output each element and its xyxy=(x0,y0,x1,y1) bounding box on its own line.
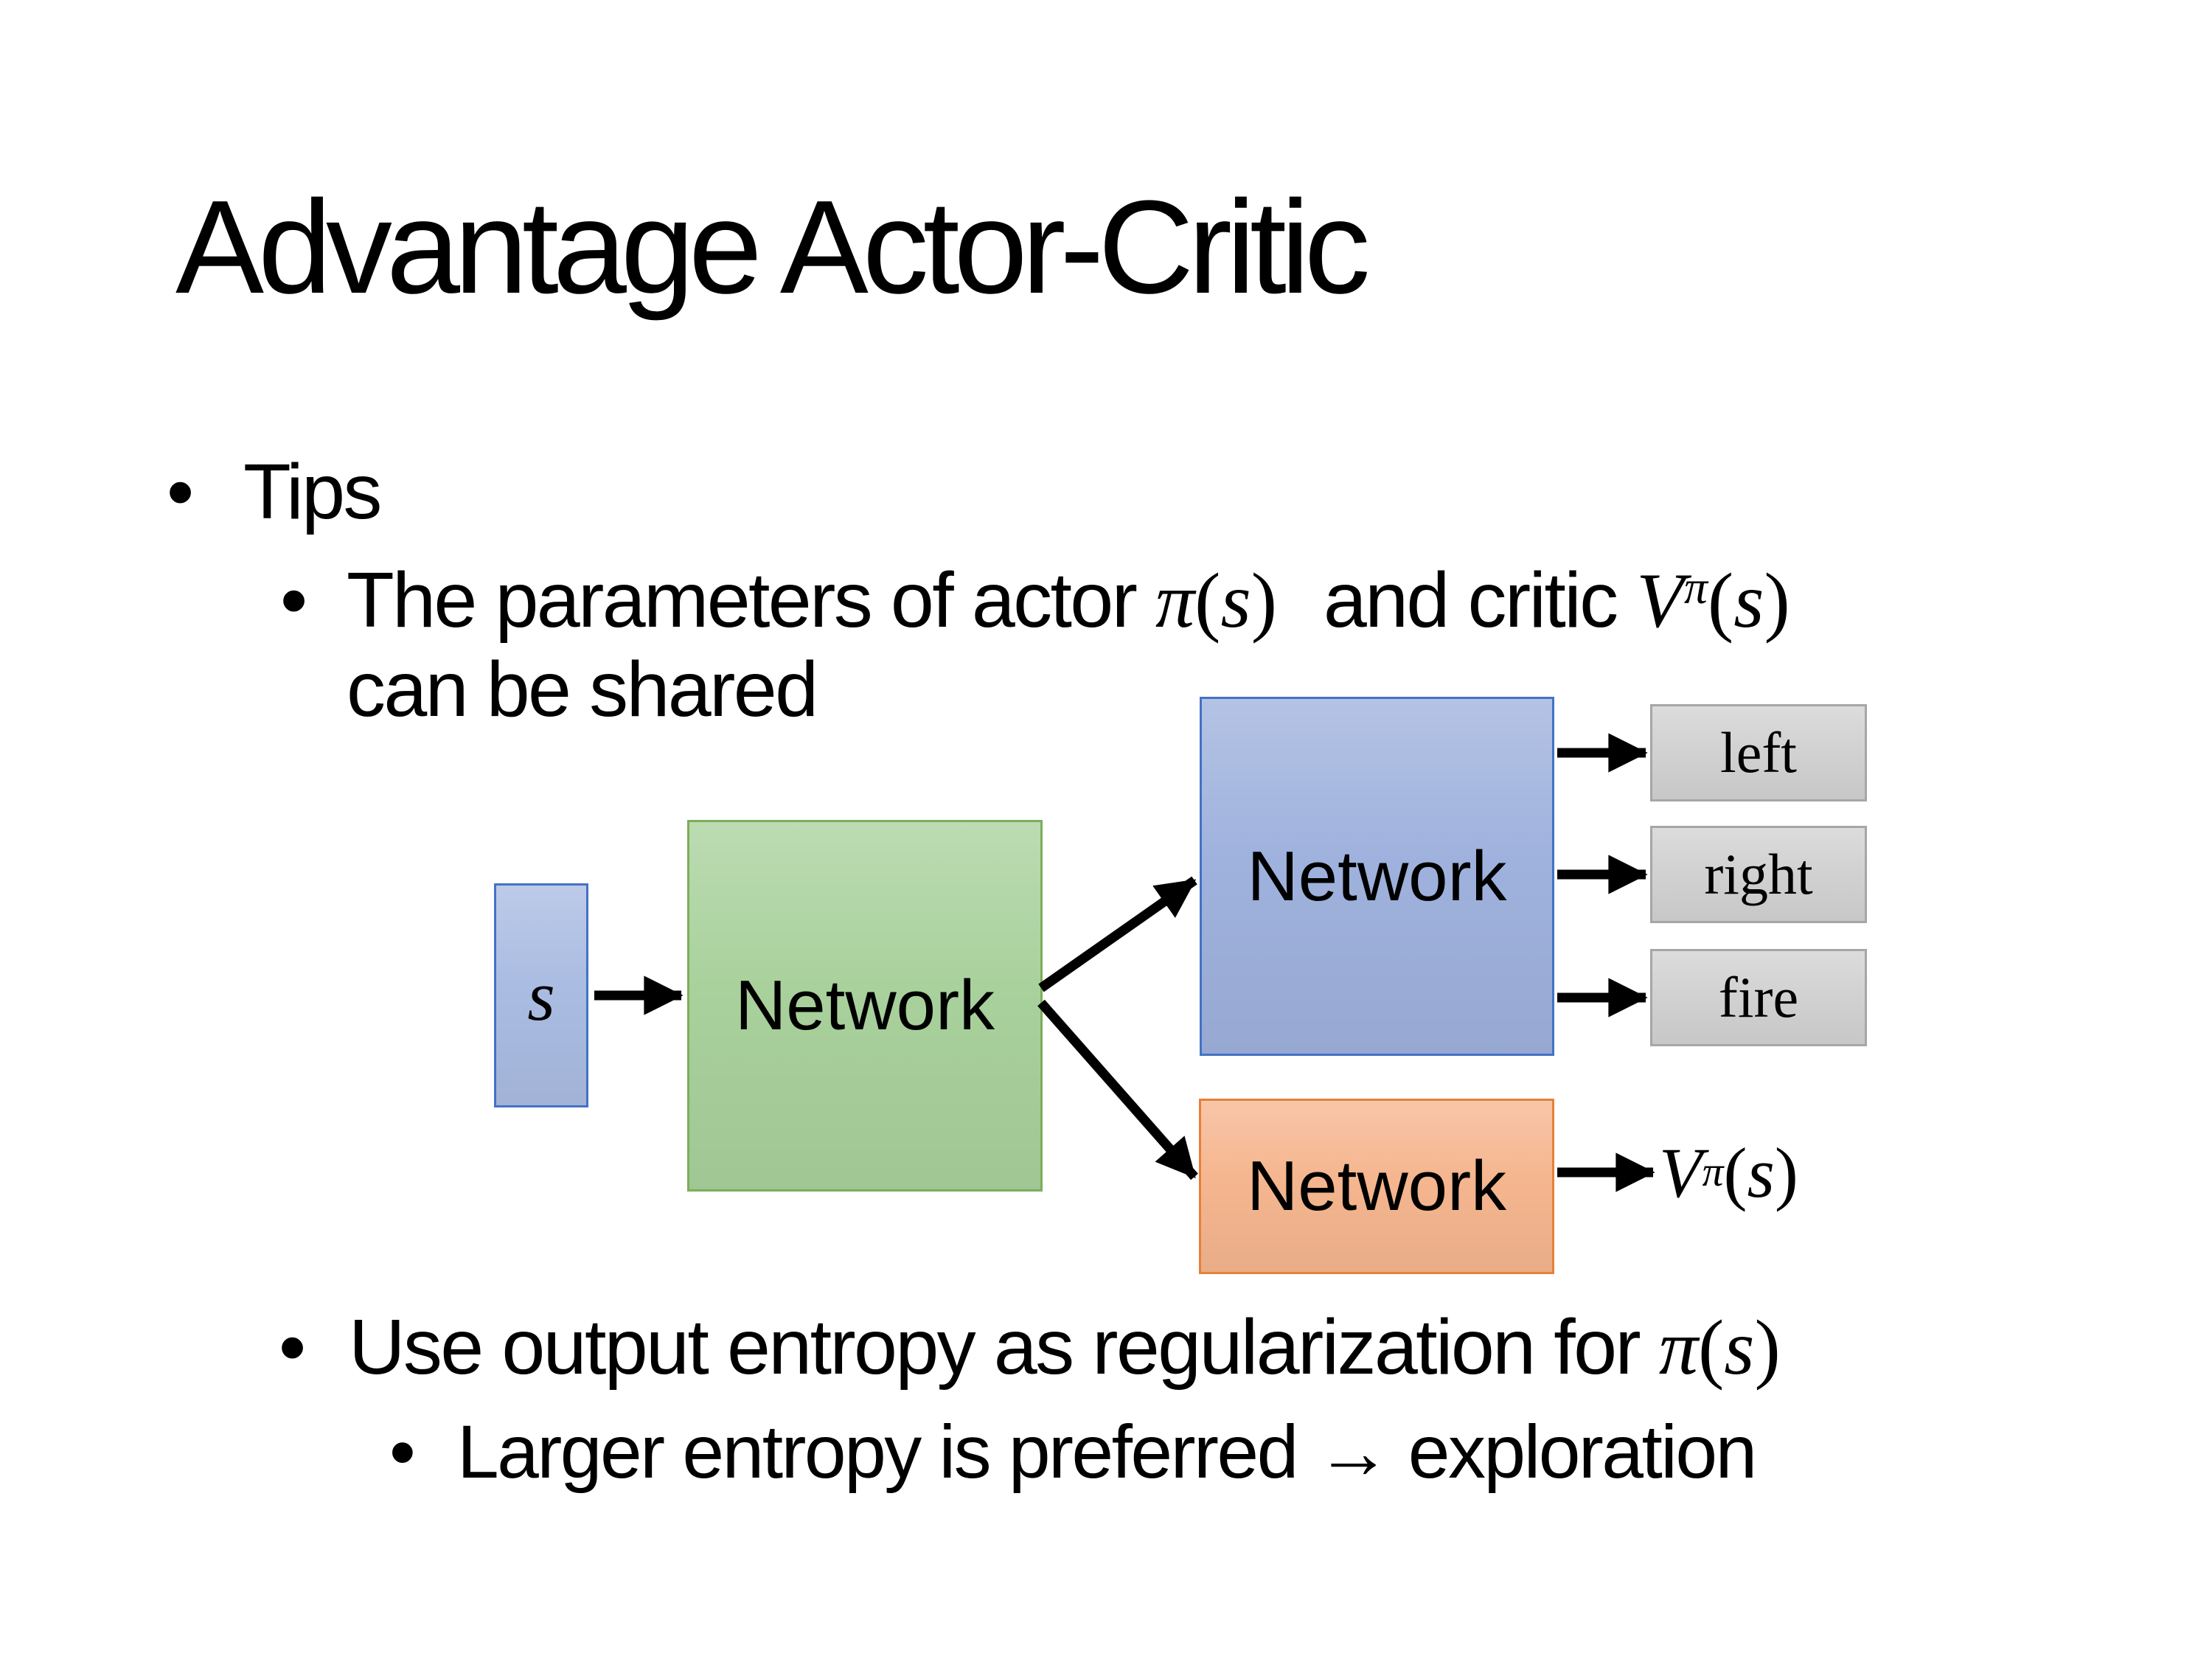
math-s: s xyxy=(1747,1133,1775,1212)
bullet-parameters-shared: • The parameters of actor π(s) and criti… xyxy=(280,556,1790,734)
math-s: s xyxy=(1733,557,1764,644)
bullet-larger-entropy: • Larger entropy is preferred → explorat… xyxy=(389,1407,1757,1497)
slide-title: Advantage Actor-Critic xyxy=(175,173,1371,321)
math-s: s xyxy=(1220,557,1251,644)
math-lparen: ( xyxy=(1697,1304,1725,1391)
action-box-left: left xyxy=(1650,704,1867,801)
math-value-function: Vπ(s) xyxy=(1636,557,1790,644)
math-rparen: ) xyxy=(1754,1304,1781,1391)
arrow-shared-to-actor xyxy=(1038,876,1197,992)
bullet-parameters-line1: The parameters of actor π(s) and critic … xyxy=(347,557,1790,644)
bullet-marker: • xyxy=(279,1304,307,1391)
math-V: V xyxy=(1636,557,1685,644)
math-pi-of-s: π(s) xyxy=(1659,1304,1781,1391)
arrow-shared-to-critic xyxy=(1037,999,1198,1180)
math-rparen: ) xyxy=(1764,557,1790,644)
math-pi-superscript: π xyxy=(1684,561,1708,614)
action-left-label: left xyxy=(1720,720,1797,785)
bullet-tips: • Tips xyxy=(167,445,382,539)
math-s: s xyxy=(1724,1304,1755,1391)
critic-network-label: Network xyxy=(1246,1147,1507,1225)
math-lparen: ( xyxy=(1194,557,1221,644)
bullet-larger-text: Larger entropy is preferred → exploratio… xyxy=(457,1410,1757,1494)
action-box-fire: fire xyxy=(1650,949,1867,1046)
action-fire-label: fire xyxy=(1718,965,1799,1029)
bullet-tips-text: Tips xyxy=(243,448,382,535)
shared-network-label: Network xyxy=(734,966,995,1045)
action-box-right: right xyxy=(1650,826,1867,923)
state-input-box: s xyxy=(494,883,588,1107)
math-V: V xyxy=(1659,1133,1703,1212)
math-rparen: ) xyxy=(1251,557,1278,644)
actor-network-box: Network xyxy=(1200,697,1554,1056)
bullet-marker: • xyxy=(389,1410,416,1494)
bullet-parameters-lines: The parameters of actor π(s) and critic … xyxy=(347,556,1790,734)
math-lparen: ( xyxy=(1707,557,1734,644)
bullet-marker: • xyxy=(280,557,308,644)
use-prefix-text: Use output entropy as regularization for xyxy=(349,1304,1659,1391)
shared-network-box: Network xyxy=(687,820,1043,1192)
param-prefix-text: The parameters of actor xyxy=(347,557,1156,644)
math-rparen: ) xyxy=(1774,1133,1798,1212)
bullet-parameters-line2: can be shared xyxy=(347,646,818,733)
math-pi: π xyxy=(1155,557,1195,644)
bullet-entropy-regularization: • Use output entropy as regularization f… xyxy=(279,1301,1781,1394)
math-pi-of-s: π(s) xyxy=(1155,557,1277,644)
param-mid-text: and critic xyxy=(1304,557,1637,644)
bullet-entropy-text-wrap: Use output entropy as regularization for… xyxy=(349,1301,1781,1394)
state-label: s xyxy=(527,956,555,1035)
math-lparen: ( xyxy=(1723,1133,1747,1212)
actor-network-label: Network xyxy=(1247,836,1507,916)
math-pi: π xyxy=(1658,1304,1698,1391)
critic-network-box: Network xyxy=(1199,1099,1554,1274)
action-right-label: right xyxy=(1704,842,1813,906)
math-pi-superscript: π xyxy=(1702,1149,1724,1195)
bullet-marker: • xyxy=(167,448,195,535)
